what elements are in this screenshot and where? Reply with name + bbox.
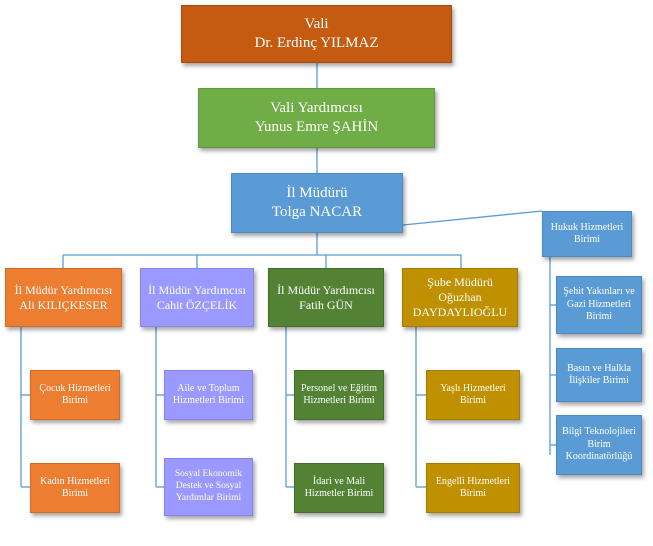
unit-aile-box: Aile ve Toplum Hizmetleri Birimi — [164, 370, 253, 420]
unit-label: Engelli Hizmetleri Birimi — [435, 475, 511, 500]
unit-label: Çocuk Hizmetleri Birimi — [39, 382, 111, 407]
vali-name: Dr. Erdinç YILMAZ — [254, 35, 379, 51]
hukuk-hizmetleri-box: Hukuk Hizmetleri Birimi — [542, 211, 632, 257]
unit-label: Yaşlı Hizmetleri Birimi — [440, 382, 506, 407]
yardimci-role: İl Müdür Yardımcısı — [277, 282, 375, 297]
vali-role: Vali — [304, 16, 329, 33]
unit-label: Şehit Yakınları ve Gazi Hizmetleri Birim… — [563, 286, 635, 323]
vali-yardimcisi-name: Yunus Emre ŞAHİN — [254, 119, 379, 135]
unit-label: Bilgi Teknolojileri Birim Koordinatörlüğ… — [562, 426, 636, 463]
unit-label: Kadın Hizmetleri Birimi — [40, 475, 110, 500]
unit-bilgi-teknolojileri-box: Bilgi Teknolojileri Birim Koordinatörlüğ… — [556, 415, 642, 475]
unit-idari-mali-box: İdari ve Mali Hizmetler Birimi — [294, 463, 384, 513]
yardimci-ali-box: İl Müdür Yardımcısı Ali KILIÇKESER — [5, 268, 122, 327]
unit-yasli-box: Yaşlı Hizmetleri Birimi — [426, 370, 520, 420]
unit-label: Personel ve Eğitim Hizmetleri Birimi — [300, 382, 378, 407]
unit-kadin-box: Kadın Hizmetleri Birimi — [30, 463, 120, 513]
sube-muduru-role: Şube Müdürü — [427, 275, 493, 289]
unit-engelli-box: Engelli Hizmetleri Birimi — [426, 463, 520, 513]
il-muduru-role: İl Müdürü — [286, 185, 348, 202]
yardimci-cahit-box: İl Müdür Yardımcısı Cahit ÖZÇELİK — [140, 268, 254, 327]
yardimci-role: İl Müdür Yardımcısı — [148, 282, 246, 297]
vali-yardimcisi-box: Vali Yardımcısı Yunus Emre ŞAHİN — [198, 88, 435, 148]
unit-label: Basın ve Halkla İlişkiler Birimi — [567, 362, 631, 387]
unit-sehit-yakinlari-box: Şehit Yakınları ve Gazi Hizmetleri Birim… — [556, 276, 642, 334]
unit-basin-box: Basın ve Halkla İlişkiler Birimi — [556, 348, 642, 402]
yardimci-role: İl Müdür Yardımcısı — [14, 282, 113, 297]
yardimci-name: Fatih GÜN — [299, 297, 353, 312]
vali-box: Vali Dr. Erdinç YILMAZ — [181, 5, 452, 63]
il-muduru-name: Tolga NACAR — [271, 204, 363, 220]
unit-label: İdari ve Mali Hizmetler Birimi — [304, 475, 374, 500]
yardimci-name: Cahit ÖZÇELİK — [156, 297, 238, 312]
unit-label: Sosyal Ekonomik Destek ve Sosyal Yardıml… — [174, 469, 243, 503]
sube-muduru-name: Oğuzhan DAYDAYLIOĞLU — [412, 290, 508, 319]
il-muduru-box: İl Müdürü Tolga NACAR — [231, 173, 403, 233]
unit-cocuk-box: Çocuk Hizmetleri Birimi — [30, 370, 120, 420]
yardimci-name: Ali KILIÇKESER — [19, 297, 108, 312]
yardimci-fatih-box: İl Müdür Yardımcısı Fatih GÜN — [268, 268, 384, 327]
unit-personel-box: Personel ve Eğitim Hizmetleri Birimi — [294, 370, 384, 420]
hukuk-hizmetleri-label: Hukuk Hizmetleri Birimi — [550, 221, 624, 246]
unit-label: Aile ve Toplum Hizmetleri Birimi — [172, 382, 245, 407]
unit-sosyal-ekonomik-box: Sosyal Ekonomik Destek ve Sosyal Yardıml… — [164, 458, 253, 516]
vali-yardimcisi-role: Vali Yardımcısı — [270, 100, 363, 117]
sube-muduru-box: Şube Müdürü Oğuzhan DAYDAYLIOĞLU — [402, 268, 518, 327]
